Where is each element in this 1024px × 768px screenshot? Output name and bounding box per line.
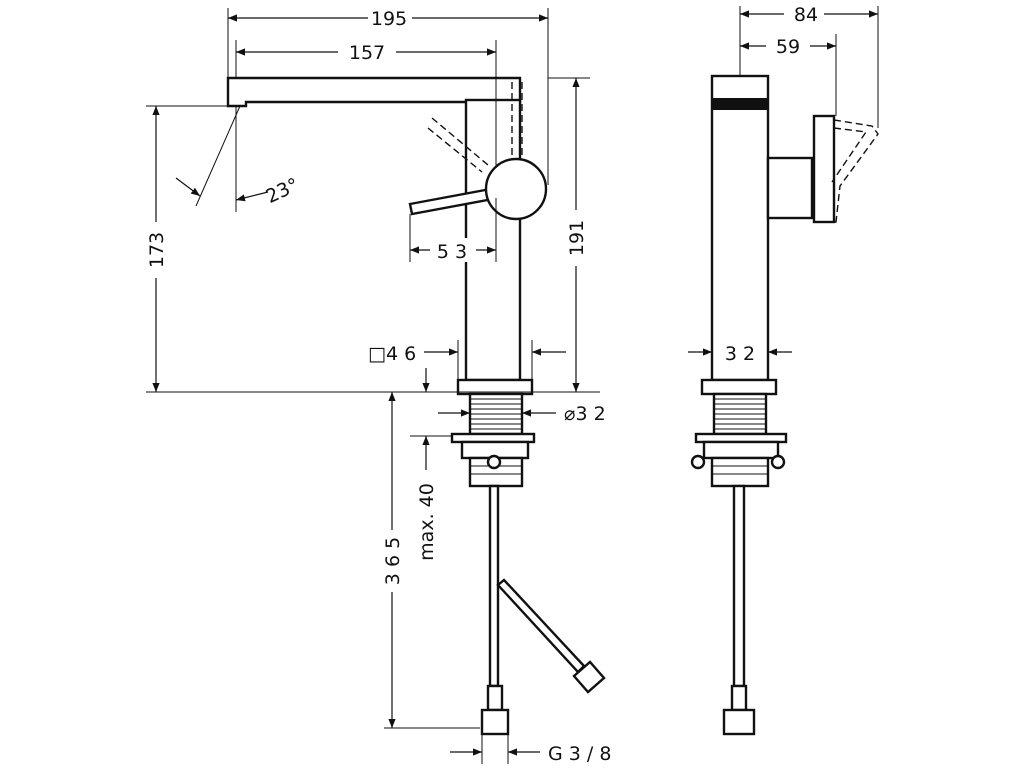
side-body (710, 74, 770, 382)
dim-195: 195 (371, 8, 407, 30)
thread-lines (470, 398, 522, 430)
dim-173: 173 (146, 232, 168, 268)
supply-hose-angled (496, 578, 586, 674)
dim-53: 5 3 (437, 241, 467, 263)
dim-angle-23: 23° (263, 174, 303, 208)
dimension-labels: 195 157 84 59 23° 173 191 5 3 □4 6 3 2 ⌀… (144, 2, 824, 765)
dim-59: 59 (776, 36, 800, 58)
side-top-cap (712, 98, 768, 110)
side-view (690, 74, 879, 736)
dim-square-46: □4 6 (368, 343, 416, 365)
side-lever-dashed (816, 119, 879, 223)
dim-191: 191 (566, 220, 588, 256)
dim-max-40: max. 40 (416, 483, 438, 561)
side-hose-connector (730, 684, 748, 712)
hose-connector (486, 684, 504, 712)
lever-dashed-position (511, 82, 523, 158)
side-lever (812, 114, 836, 224)
side-fixing-nut (702, 440, 780, 460)
dim-365: 3 6 5 (382, 537, 404, 585)
front-view (226, 76, 606, 736)
hose-connector-angled (572, 660, 606, 694)
side-counter-plate (694, 432, 788, 444)
lever-hub (484, 157, 548, 221)
dim-g-3-8: G 3 / 8 (548, 743, 611, 765)
dim-32-side: 3 2 (725, 343, 755, 365)
side-hose (732, 484, 746, 688)
counter-plate (450, 432, 536, 444)
dim-diameter-32: ⌀3 2 (564, 403, 606, 425)
supply-hose (488, 484, 500, 688)
side-hub (766, 156, 814, 220)
dim-157: 157 (349, 42, 385, 64)
dim-84: 84 (794, 4, 818, 26)
side-base-plate (700, 378, 778, 396)
